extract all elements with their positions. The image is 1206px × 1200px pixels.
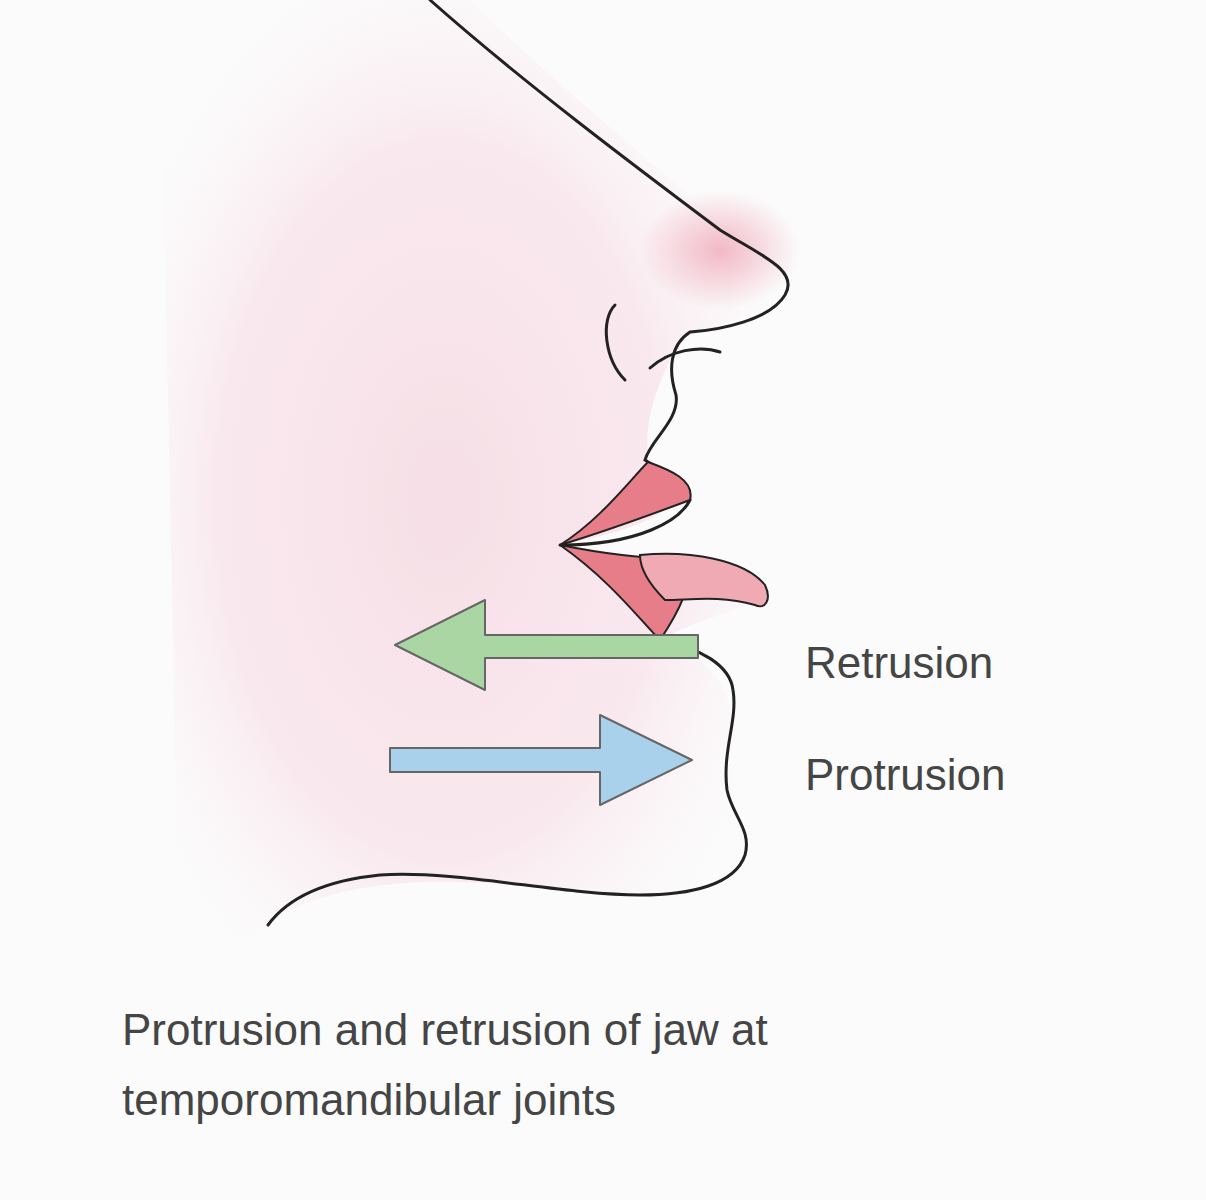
nostril-wing (650, 349, 720, 368)
upper-lip (560, 462, 691, 545)
skin-shading (160, 0, 790, 1000)
nose-blush (640, 190, 800, 310)
protrusion-arrow (390, 715, 692, 805)
retrusion-arrow (395, 600, 698, 690)
tongue (640, 554, 768, 607)
figure-caption: Protrusion and retrusion of jaw at tempo… (122, 995, 1022, 1136)
movement-label: Protrusion (805, 742, 1006, 808)
nostril (606, 305, 625, 380)
face-outline (268, 0, 788, 925)
movement-label: Retrusion (805, 630, 993, 696)
